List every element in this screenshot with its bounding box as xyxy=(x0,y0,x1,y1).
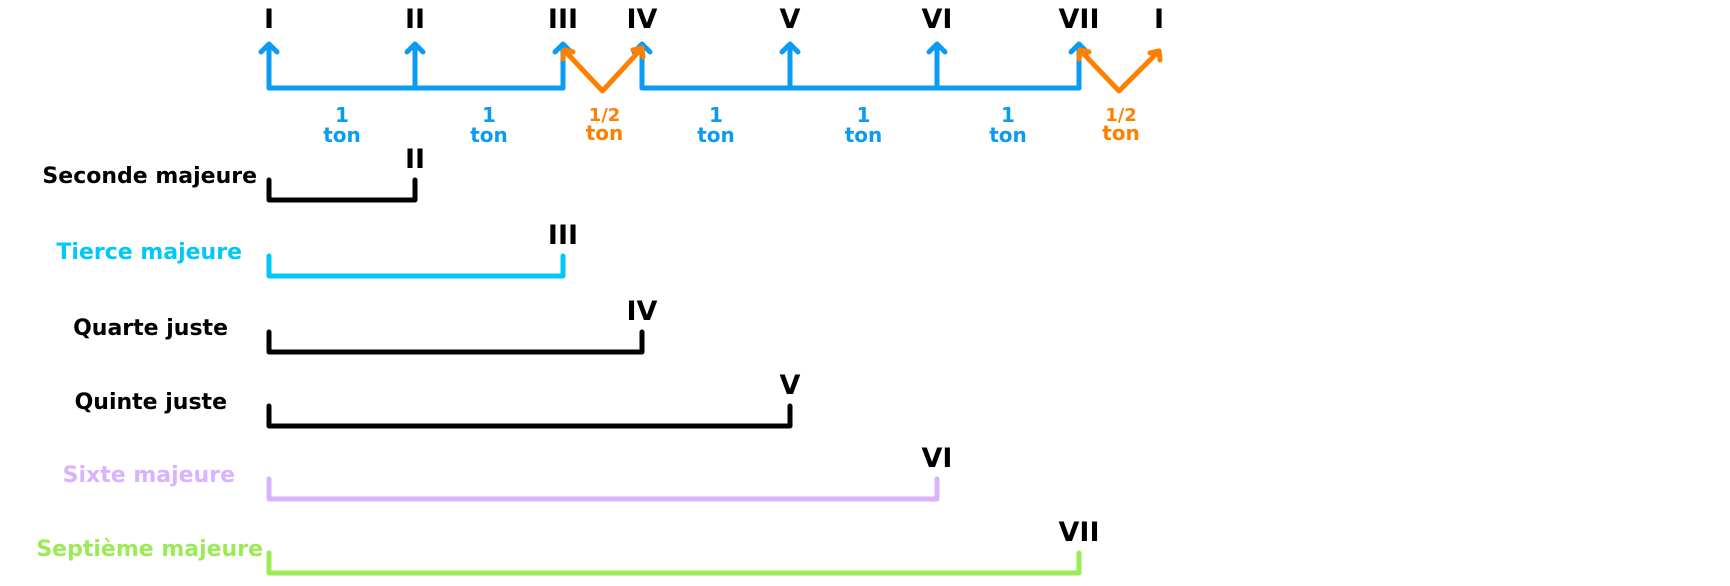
interval-name: Quarte juste xyxy=(73,316,228,341)
interval-row: Septième majeure VII xyxy=(36,517,1100,576)
degree-label: V xyxy=(780,4,801,35)
interval-row: Seconde majeure II xyxy=(42,144,425,203)
step-unit: ton xyxy=(323,123,361,147)
interval-bracket xyxy=(266,329,645,355)
degree-label: II xyxy=(405,4,425,35)
step-unit: ton xyxy=(989,123,1027,147)
step-value: 1/2 xyxy=(589,105,621,126)
interval-name: Septième majeure xyxy=(36,537,263,562)
interval-bracket xyxy=(266,253,566,279)
interval-bracket xyxy=(266,403,793,429)
arrow-up-icon xyxy=(404,41,426,55)
interval-end-degree: IV xyxy=(627,296,658,327)
degree-label: VI xyxy=(922,4,953,35)
interval-name: Sixte majeure xyxy=(63,463,235,488)
arrow-up-icon xyxy=(926,41,948,55)
step-unit: ton xyxy=(697,123,735,147)
tone-bracket-line xyxy=(639,43,1082,91)
degree-label: III xyxy=(548,4,578,35)
interval-name: Quinte juste xyxy=(75,390,227,415)
step-value: 1/2 xyxy=(1105,105,1137,126)
step-unit: ton xyxy=(845,123,883,147)
interval-row: Quarte juste IV xyxy=(73,296,658,355)
step-value: 1 xyxy=(335,103,349,127)
interval-end-degree: II xyxy=(405,144,425,175)
interval-bracket xyxy=(266,476,940,502)
degree-label: I xyxy=(1154,4,1164,35)
interval-bracket xyxy=(266,177,418,203)
degree-label: I xyxy=(264,4,274,35)
interval-end-degree: VI xyxy=(922,443,953,474)
interval-end-degree: V xyxy=(780,370,801,401)
interval-row: Sixte majeure VI xyxy=(63,443,953,502)
semitone-arrow xyxy=(1077,47,1162,94)
arrow-head-icon xyxy=(560,47,576,62)
interval-end-degree: VII xyxy=(1059,517,1100,548)
interval-end-degree: III xyxy=(548,220,578,251)
step-value: 1 xyxy=(1001,103,1015,127)
step-value: 1 xyxy=(709,103,723,127)
interval-row: Tierce majeure III xyxy=(56,220,578,279)
arrow-head-icon xyxy=(630,45,646,60)
arrow-up-icon xyxy=(779,41,801,55)
arrow-up-icon xyxy=(258,41,280,55)
interval-name: Tierce majeure xyxy=(56,240,242,265)
interval-bracket xyxy=(266,550,1082,576)
interval-row: Quinte juste V xyxy=(75,370,801,429)
step-unit: ton xyxy=(1102,121,1140,145)
step-value: 1 xyxy=(482,103,496,127)
arrow-head-icon xyxy=(1076,47,1092,62)
arrow-head-icon xyxy=(1147,48,1163,63)
step-unit: ton xyxy=(470,123,508,147)
interval-brackets: Seconde majeure II Tierce majeure III Quarte… xyxy=(36,144,1100,576)
degree-label: VII xyxy=(1059,4,1100,35)
degree-label: IV xyxy=(627,4,658,35)
step-unit: ton xyxy=(586,121,624,145)
interval-name: Seconde majeure xyxy=(42,164,257,189)
semitone-arrow xyxy=(561,45,645,94)
step-value: 1 xyxy=(857,103,871,127)
